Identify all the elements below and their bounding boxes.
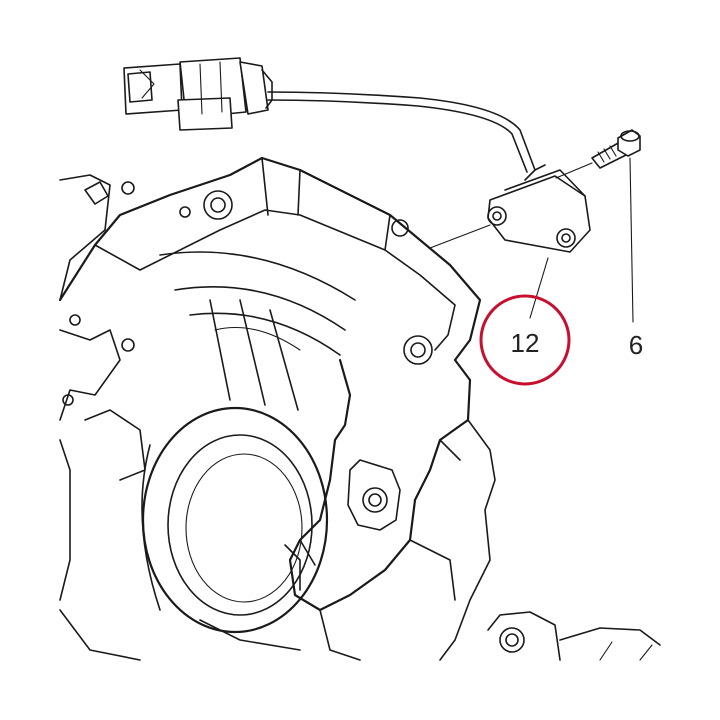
bolt bbox=[555, 129, 641, 179]
leader-line-sensor bbox=[529, 257, 549, 319]
highlight-circle bbox=[479, 294, 571, 386]
callout-label-sensor: 12 bbox=[511, 328, 540, 358]
engine-crankcase bbox=[58, 156, 661, 661]
sensor-module bbox=[429, 164, 591, 253]
leader-line-bolt bbox=[629, 157, 634, 323]
callout-label-bolt: 6 bbox=[629, 330, 643, 360]
wiring-harness bbox=[267, 91, 536, 173]
connector-plug bbox=[123, 57, 273, 131]
